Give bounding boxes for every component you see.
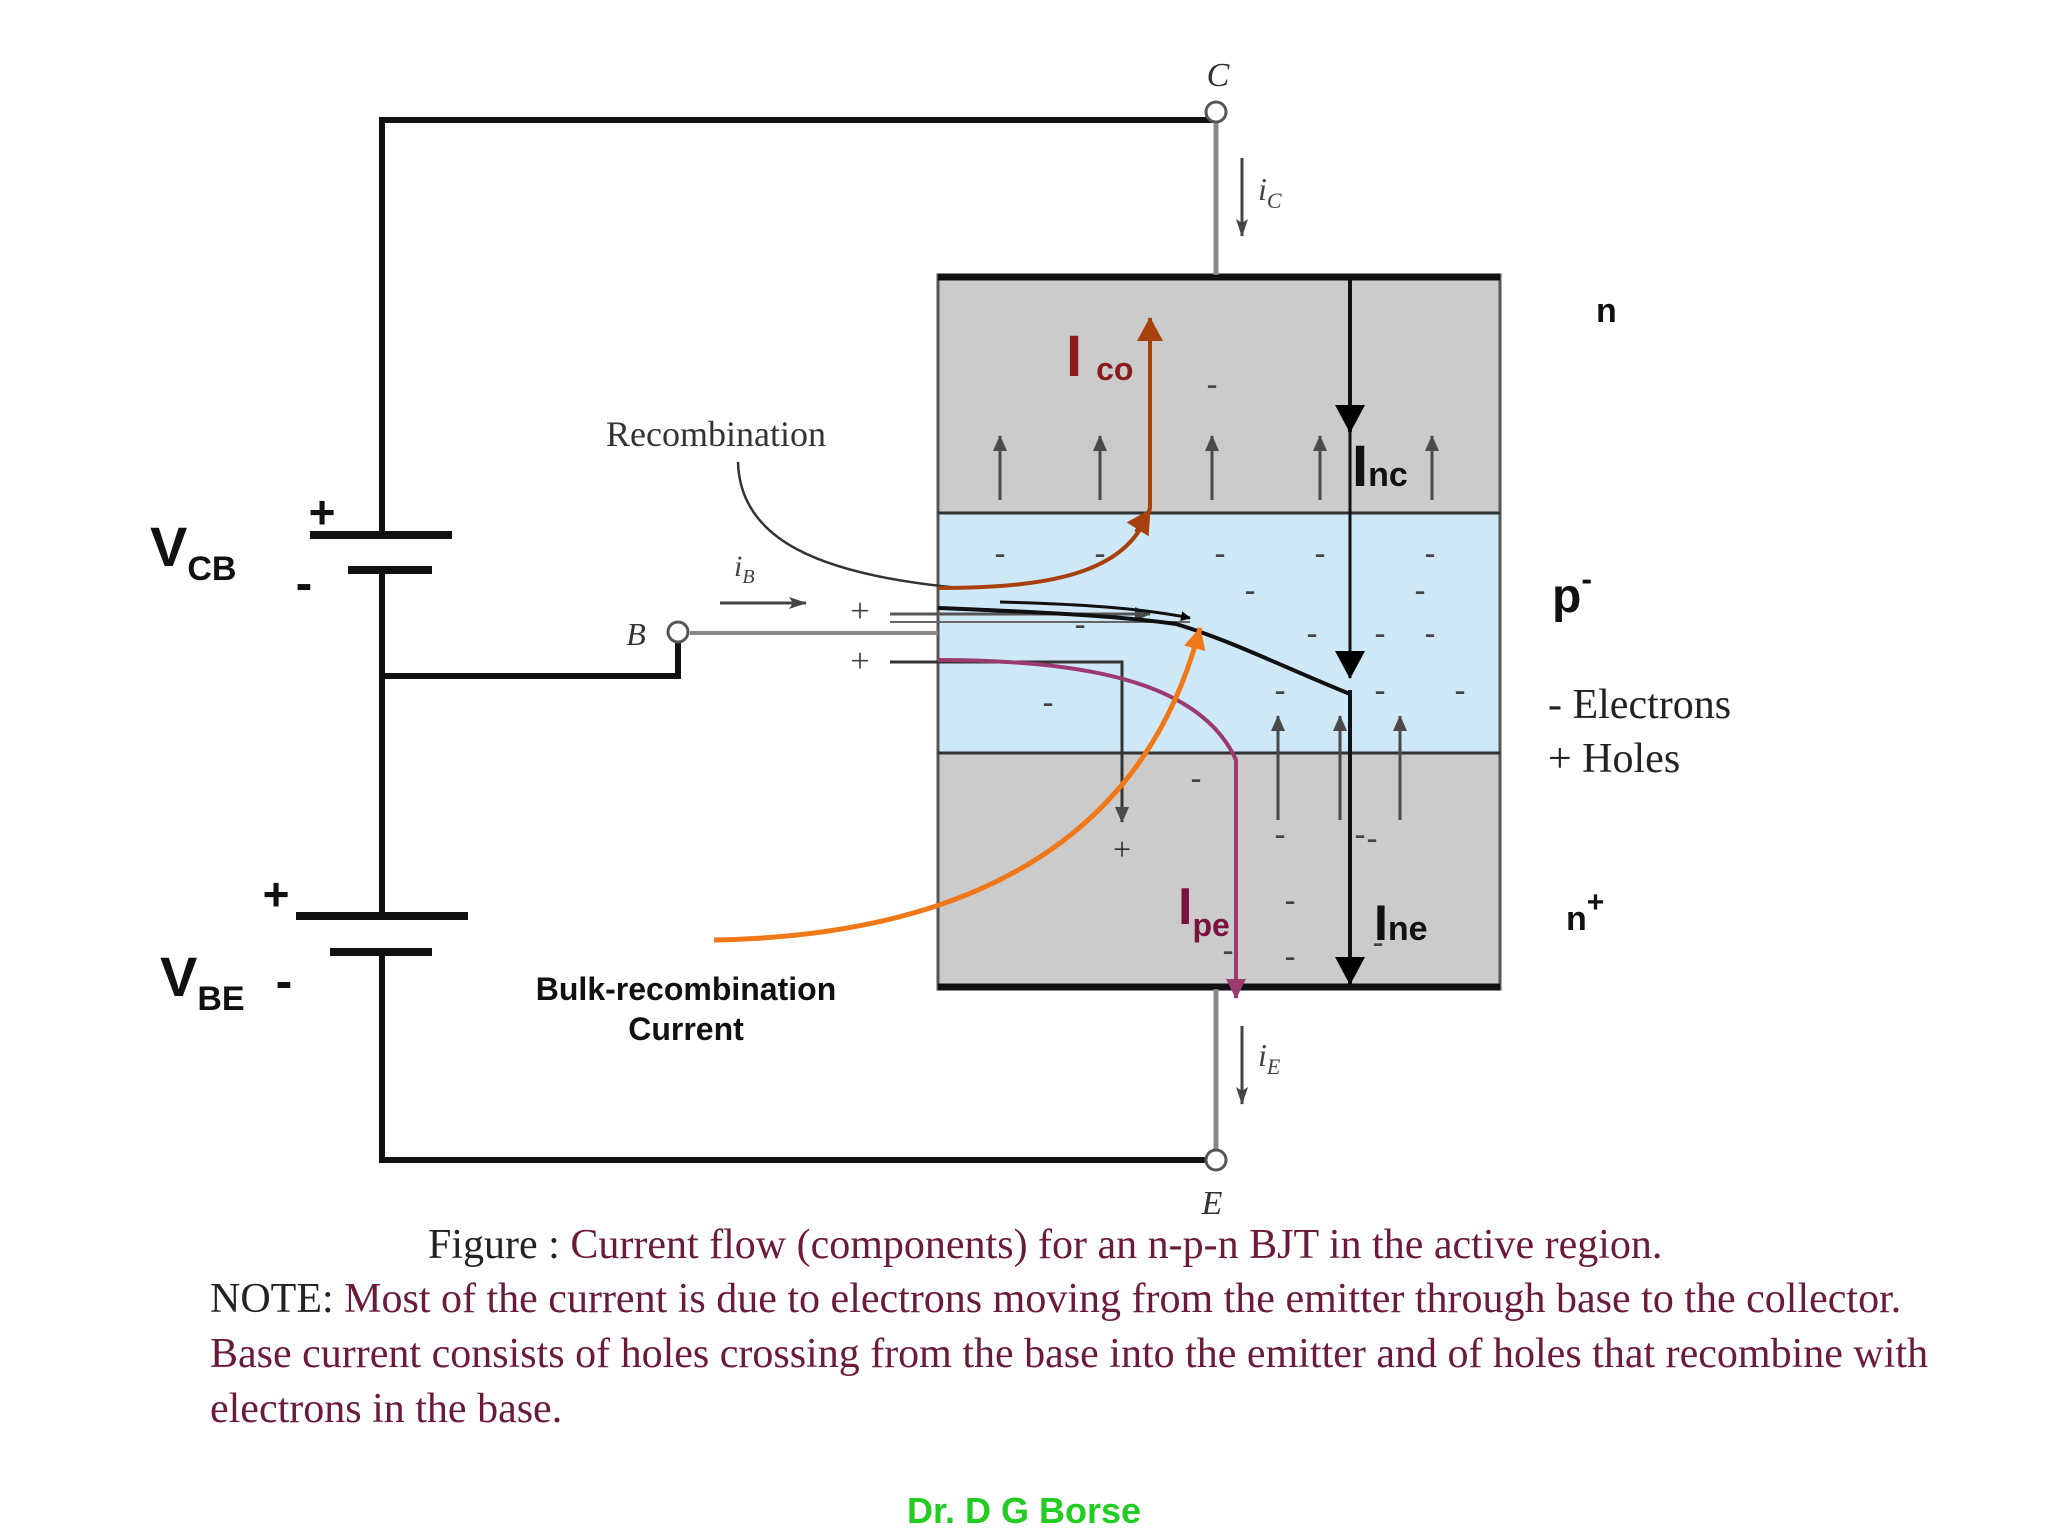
- legend-holes: + Holes: [1548, 736, 1680, 782]
- electron-marker: -: [1354, 816, 1365, 854]
- electron-marker: -: [1244, 572, 1255, 610]
- emitter-loop-wire: [379, 952, 1216, 1163]
- ib-label: iB: [734, 550, 755, 588]
- electron-marker: -: [1214, 535, 1225, 573]
- emitter-region-label: n+: [1566, 886, 1604, 938]
- collector-loop-wire: [379, 117, 1216, 535]
- electron-path-base: [937, 606, 1351, 696]
- vcb-plus: +: [309, 486, 336, 538]
- author-credit: Dr. D G Borse: [906, 1490, 1142, 1531]
- figure-caption-lead: Figure :: [428, 1222, 571, 1268]
- emitter-terminal: [1204, 1148, 1228, 1172]
- electron-marker: -: [1374, 615, 1385, 653]
- legend-electrons: - Electrons: [1548, 682, 1731, 728]
- vcb-label: VCB: [150, 515, 236, 588]
- hole-injection-plus-2: +: [850, 643, 869, 680]
- electron-marker: -: [1222, 932, 1233, 970]
- electron-path-branch: [999, 600, 1191, 622]
- electron-marker: -: [1274, 816, 1285, 854]
- electron-marker: -: [1284, 882, 1295, 920]
- electron-marker: -: [1374, 672, 1385, 710]
- ie-label: iE: [1258, 1037, 1281, 1079]
- figure-caption: Figure : Current flow (components) for a…: [428, 1218, 2028, 1273]
- collector-terminal: [1204, 100, 1228, 124]
- base-region-label: p-: [1552, 561, 1592, 623]
- hole-injection-plus-1: +: [850, 593, 869, 630]
- electron-marker: -: [1094, 535, 1105, 573]
- electron-marker: -: [1424, 535, 1435, 573]
- base-region: [938, 513, 1500, 753]
- vbe-plus: +: [263, 868, 290, 920]
- ic-label: iC: [1258, 171, 1282, 213]
- collector-region-label: n: [1596, 292, 1617, 330]
- bulk-recombination-label-line2: Current: [628, 1011, 744, 1047]
- ipe-arrow: [937, 658, 1246, 999]
- figure-caption-text: Current flow (components) for an n-p-n B…: [570, 1222, 1663, 1268]
- electron-marker: -: [1306, 615, 1317, 653]
- base-terminal: [666, 620, 690, 644]
- electron-marker: -: [994, 535, 1005, 573]
- charge-markers: ------------------------: [994, 366, 1465, 976]
- electron-marker: -: [1424, 615, 1435, 653]
- collector-region: [938, 275, 1500, 513]
- collector-label: C: [1207, 57, 1230, 94]
- electron-marker: -: [1284, 938, 1295, 976]
- ipe-label: Ipe: [1178, 878, 1230, 943]
- ico-recombination-arrow: [1126, 508, 1152, 537]
- bulk-recombination-label-line1: Bulk-recombination: [536, 971, 836, 1007]
- electron-marker: -: [1190, 760, 1201, 798]
- electron-marker: -: [1274, 672, 1285, 710]
- electron-marker: -: [1366, 820, 1377, 858]
- emitter-label: E: [1201, 1185, 1223, 1222]
- base-wire: [382, 636, 681, 679]
- electron-marker: -: [1414, 572, 1425, 610]
- emitter-region: [938, 753, 1500, 989]
- electron-marker: -: [1314, 535, 1325, 573]
- bulk-recombination-arrow: [713, 627, 1206, 943]
- base-label: B: [626, 616, 646, 652]
- note-lead: NOTE:: [210, 1276, 345, 1322]
- recombination-label: Recombination: [606, 414, 826, 454]
- ine-label: Ine: [1374, 895, 1428, 951]
- vbe-label: VBE: [160, 945, 245, 1018]
- vcb-minus: -: [296, 555, 313, 611]
- electric-field-arrows: [993, 435, 1439, 820]
- hole-injected-into-emitter: +: [1113, 831, 1131, 867]
- electron-marker: -: [1206, 366, 1217, 404]
- note-text: Most of the current is due to electrons …: [210, 1276, 1929, 1432]
- note-caption: NOTE: Most of the current is due to elec…: [210, 1272, 1970, 1437]
- electron-marker: -: [1372, 924, 1383, 962]
- recombination-pointer: [736, 461, 961, 590]
- electron-marker: -: [1042, 684, 1053, 722]
- vbe-minus: -: [276, 953, 293, 1009]
- inc-label: Inc: [1352, 434, 1408, 499]
- electron-marker: -: [1454, 672, 1465, 710]
- electron-marker: -: [1074, 606, 1085, 644]
